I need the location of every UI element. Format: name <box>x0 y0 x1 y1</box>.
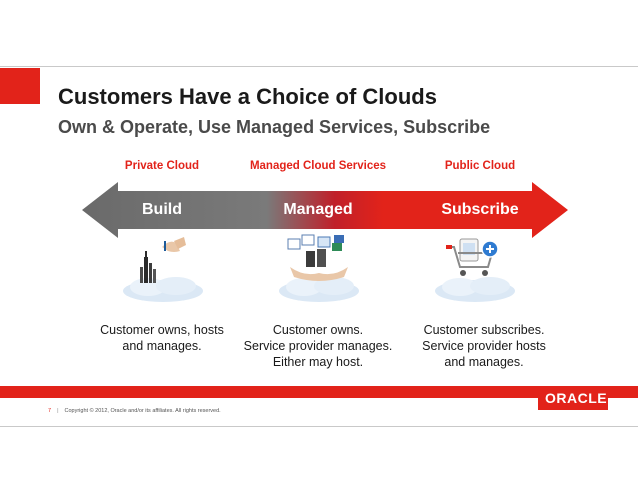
hands-servers-on-cloud-icon <box>279 234 359 302</box>
heading-managed-cloud-services: Managed Cloud Services <box>249 160 387 172</box>
description-line: and manages. <box>122 339 202 353</box>
description-line: Customer subscribes. <box>423 323 545 337</box>
shopping-cart-on-cloud-icon <box>435 238 515 302</box>
arrow-label-managed: Managed <box>283 201 353 218</box>
arrow-shape <box>82 182 568 238</box>
description-line: Customer owns, hosts <box>100 323 224 337</box>
heading-public-cloud: Public Cloud <box>444 160 516 172</box>
description-line: Customer owns. <box>272 323 364 337</box>
arrow-label-build: Build <box>142 201 182 218</box>
heading-private-cloud: Private Cloud <box>124 160 200 172</box>
description-managed-cloud: Customer owns. Service provider manages.… <box>233 322 403 370</box>
description-line: Either may host. <box>272 355 364 369</box>
slide-subtitle: Own & Operate, Use Managed Services, Sub… <box>58 117 491 137</box>
title-accent-tab <box>0 68 40 104</box>
description-public-cloud: Customer subscribes. Service provider ho… <box>399 322 569 370</box>
description-private-cloud: Customer owns, hosts and manages. <box>77 322 247 354</box>
build-managed-subscribe-arrow <box>82 182 568 238</box>
description-line: and manages. <box>444 355 524 369</box>
oracle-logo: ORACLE <box>545 390 608 406</box>
description-line: Service provider manages. <box>243 339 393 353</box>
hand-building-on-cloud-icon <box>123 237 203 302</box>
oracle-logo-plate <box>538 386 608 410</box>
arrow-label-subscribe: Subscribe <box>441 201 519 218</box>
description-line: Service provider hosts <box>422 339 546 353</box>
slide-title: Customers Have a Choice of Clouds <box>58 84 437 109</box>
page-number: 7 <box>48 408 52 414</box>
footer-copyright: 7 | Copyright © 2012, Oracle and/or its af… <box>48 408 221 414</box>
footer-red-bar <box>0 386 638 398</box>
footer-divider: | <box>57 408 59 414</box>
copyright-text: Copyright © 2012, Oracle and/or its affi… <box>64 408 221 414</box>
